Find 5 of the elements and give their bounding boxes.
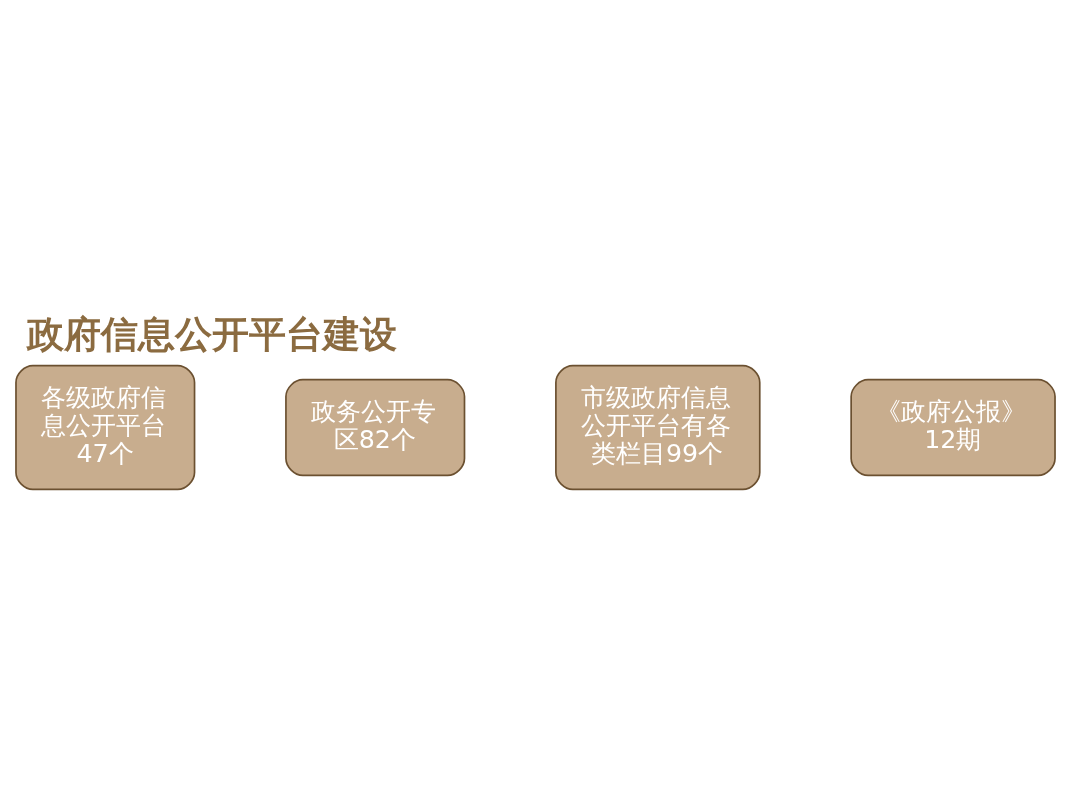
node-box: 各级政府信息公开平台47个 (15, 364, 196, 490)
diagram-title: 政府信息公开平台建设 (27, 312, 398, 356)
node-box: 《政府公报》12期 (850, 378, 1056, 476)
node-box: 市级政府信息公开平台有各类栏目99个 (555, 364, 761, 490)
node-box: 政务公开专区82个 (285, 378, 466, 476)
